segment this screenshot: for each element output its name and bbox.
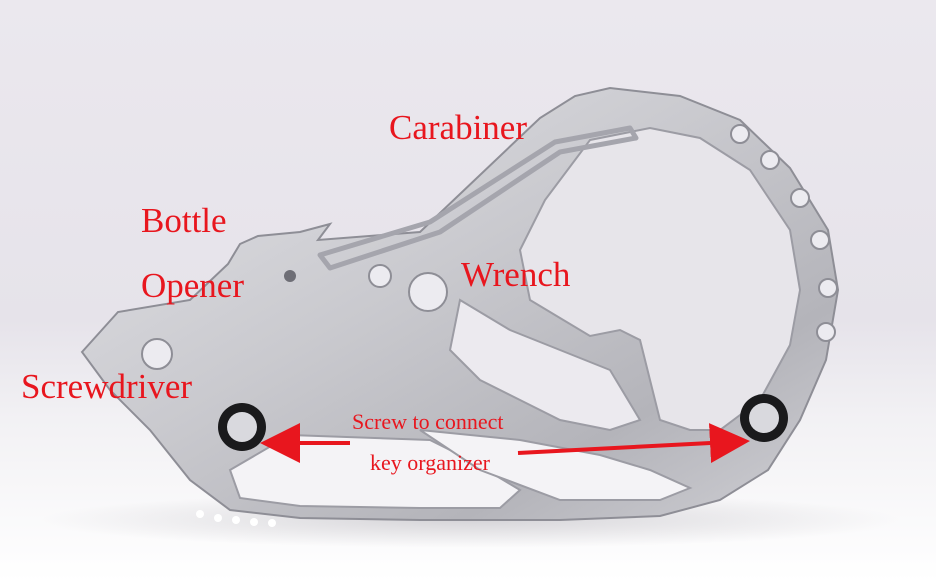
- right-screw: [740, 394, 788, 442]
- opener-label: Opener: [141, 266, 245, 305]
- serration: [196, 510, 276, 527]
- lower-cutout-1: [228, 433, 522, 509]
- left-hole: [141, 338, 173, 370]
- left-screw: [218, 403, 266, 451]
- pin: [284, 270, 296, 282]
- wrench-cutout: [448, 298, 642, 432]
- small-hole: [368, 264, 392, 288]
- screwdriver-label: Screwdriver: [21, 367, 193, 406]
- wrench-label: Wrench: [461, 255, 571, 294]
- carabiner-opening: [518, 126, 802, 431]
- arrow-right: [517, 423, 750, 464]
- screw-label-line2: key organizer: [370, 450, 490, 475]
- rim-holes: [730, 124, 838, 342]
- wrench-hole: [408, 272, 448, 312]
- carabiner-label: Carabiner: [389, 108, 527, 147]
- wire-gate: [317, 125, 639, 271]
- lower-cutout-2: [419, 429, 693, 501]
- screw-label-line1: Screw to connect: [352, 409, 504, 434]
- bottle-label: Bottle: [141, 201, 227, 240]
